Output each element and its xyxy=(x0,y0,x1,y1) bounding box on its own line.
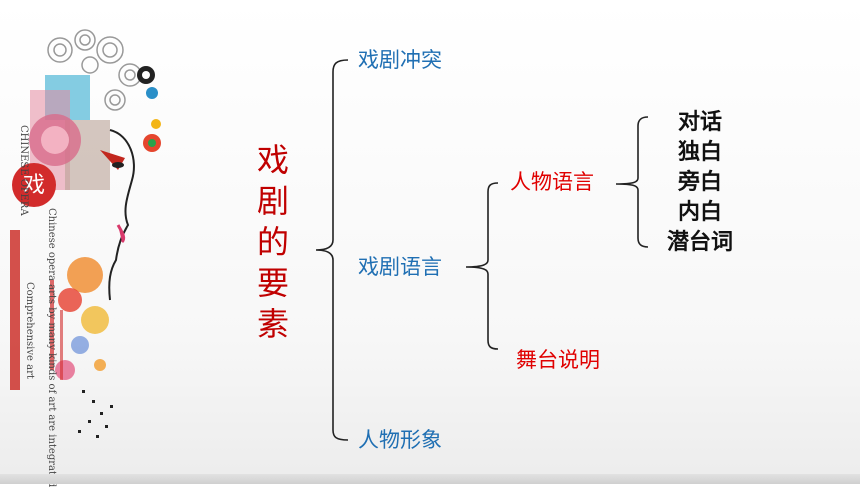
node-drama-conflict: 戏剧冲突 xyxy=(358,48,442,72)
title-char: 的 xyxy=(256,223,289,261)
list-item: 旁白 xyxy=(677,170,722,195)
decor-vertical-text-1: Chinese opera arts by many kinds of art … xyxy=(46,208,57,487)
decor-vertical-text-2: Comprehensive art xyxy=(24,282,35,379)
title-char: 素 xyxy=(256,305,289,343)
list-item: 独白 xyxy=(677,140,722,165)
node-character-language: 人物语言 xyxy=(510,170,594,194)
title-char: 剧 xyxy=(256,182,289,220)
opera-mask-illustration: 戏 CHINESE OPERA Chinese opera arts by xyxy=(10,20,180,487)
title-char: 要 xyxy=(256,264,289,302)
diagram-title: 戏 剧 的 要 素 xyxy=(253,140,293,345)
decor-vertical-text-3: CHINESE OPERA xyxy=(18,125,29,216)
list-item: 潜台词 xyxy=(666,230,733,255)
opera-art-graphic: 戏 xyxy=(10,29,161,438)
bottom-band xyxy=(0,474,860,484)
character-language-bracket xyxy=(615,116,649,248)
list-item: 对话 xyxy=(677,110,722,135)
node-character-image: 人物形象 xyxy=(358,428,442,452)
node-stage-directions: 舞台说明 xyxy=(516,348,600,372)
language-bracket xyxy=(465,182,499,350)
main-bracket xyxy=(315,59,349,441)
title-char: 戏 xyxy=(256,141,289,179)
badge-char: 戏 xyxy=(23,173,45,198)
list-item: 内白 xyxy=(677,200,722,225)
node-drama-language: 戏剧语言 xyxy=(358,255,442,279)
dialogue-types-list: 对话 独白 旁白 内白 潜台词 xyxy=(660,108,740,258)
